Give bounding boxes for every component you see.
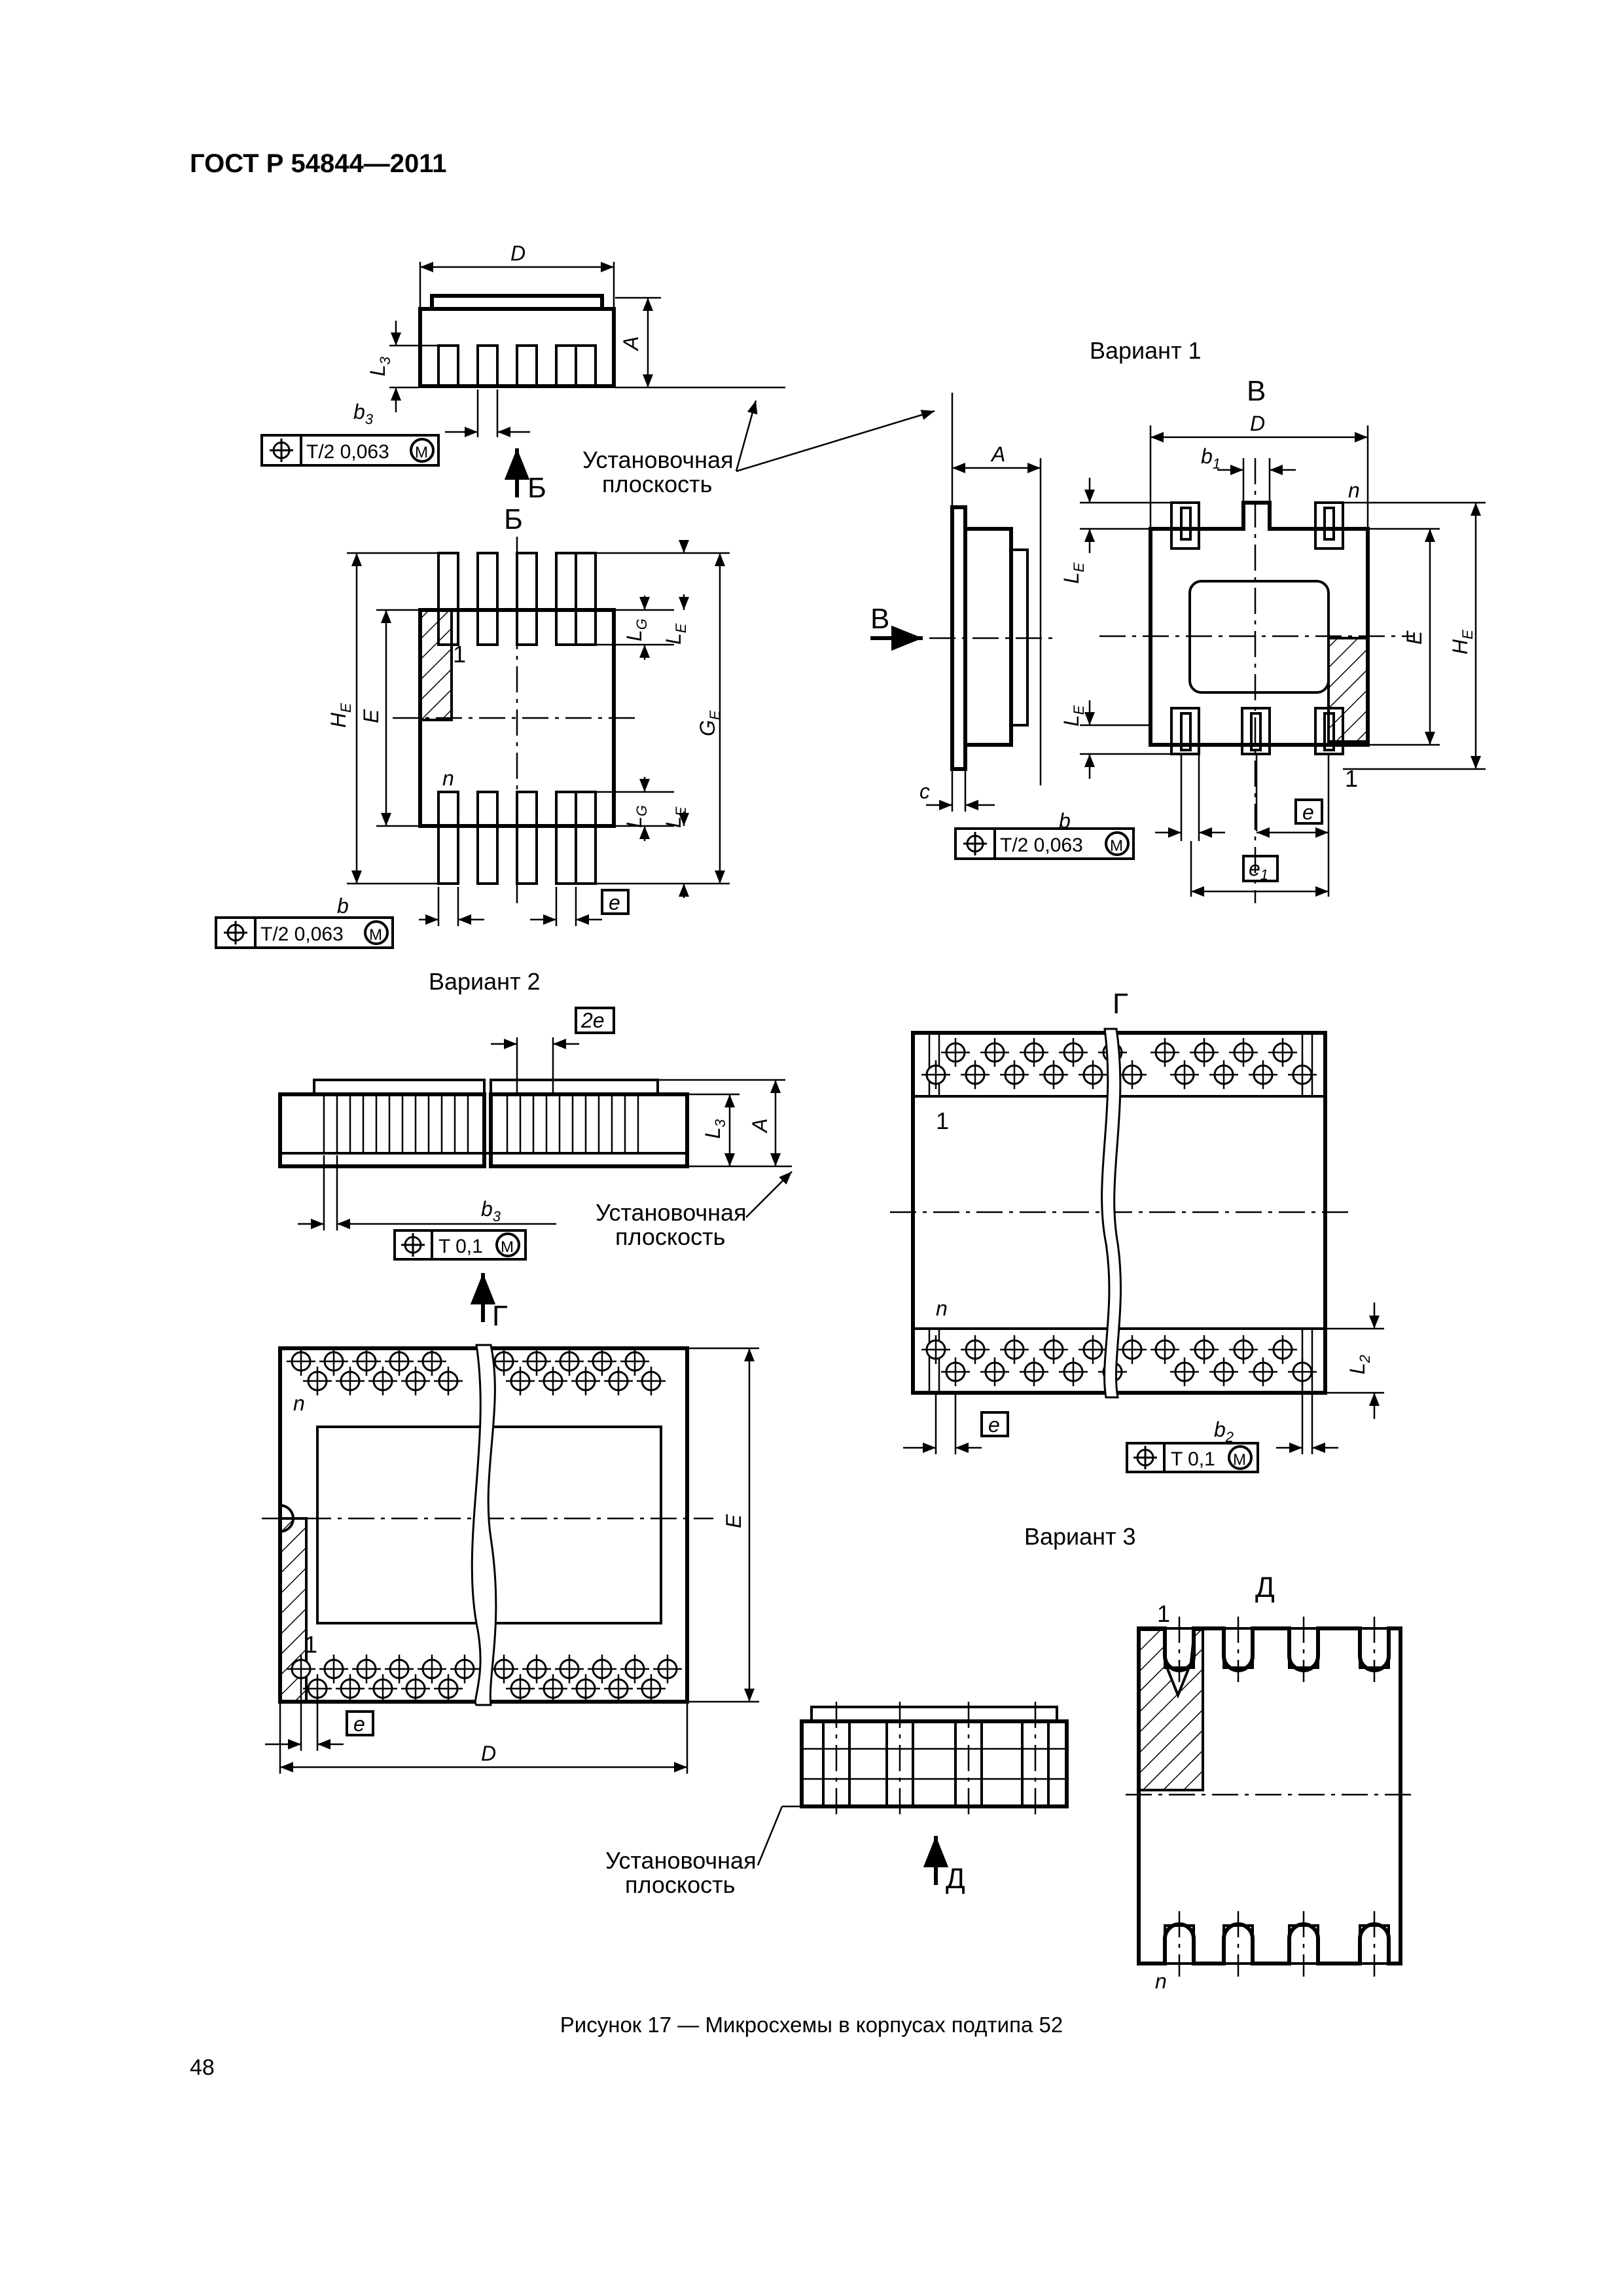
dim-b3: b3	[353, 400, 374, 427]
svg-text:Установочная: Установочная	[605, 1847, 757, 1874]
page-number: 48	[190, 2055, 215, 2080]
svg-text:n: n	[442, 766, 454, 790]
tolerance-frame-3: T/2 0,063 M	[954, 827, 1135, 860]
side-view-top-left: D A L3 b3 T/2 0,063 M Б	[260, 242, 785, 504]
svg-text:Г: Г	[1113, 988, 1128, 1020]
dim-HE: HE	[327, 703, 354, 728]
svg-text:T/2 0,063: T/2 0,063	[1000, 834, 1083, 856]
svg-text:e: e	[1302, 800, 1314, 824]
dim-L3: L3	[366, 356, 393, 376]
variant-2-title: Вариант 2	[429, 968, 541, 995]
variant-3-title: Вариант 3	[1024, 1523, 1136, 1550]
svg-text:E: E	[722, 1514, 745, 1528]
svg-text:M: M	[501, 1238, 514, 1256]
dim-LG: LG	[622, 619, 650, 641]
svg-text:D: D	[1250, 412, 1265, 435]
dim-e: e	[609, 891, 620, 914]
tolerance-frame-2: T/2 0,063 M	[215, 916, 394, 949]
document-title: ГОСТ Р 54844—2011	[190, 149, 447, 178]
svg-text:T/2 0,063: T/2 0,063	[306, 441, 389, 463]
svg-text:b: b	[1059, 809, 1071, 833]
svg-text:M: M	[1110, 837, 1123, 855]
mount-plane-label-3: Установочная плоскость	[605, 1805, 802, 1898]
svg-text:плоскость: плоскость	[615, 1223, 725, 1250]
svg-text:L2: L2	[1346, 1355, 1373, 1374]
g-pads-bottom	[920, 1334, 1318, 1388]
svg-text:LG: LG	[622, 805, 650, 828]
svg-text:LE: LE	[1060, 705, 1087, 726]
svg-text:Б: Б	[504, 503, 523, 535]
mount-plane-label-1: Установочная плоскость	[582, 400, 935, 497]
svg-text:n: n	[293, 1391, 305, 1415]
svg-text:1: 1	[1345, 765, 1358, 792]
variant-2: Вариант 2 2e L3	[262, 968, 793, 1774]
dim-D: D	[510, 242, 526, 265]
svg-text:M: M	[415, 444, 428, 461]
svg-text:Г: Г	[492, 1300, 508, 1332]
svg-text:n: n	[1348, 478, 1360, 502]
svg-text:1: 1	[453, 641, 466, 668]
svg-text:LE: LE	[1060, 562, 1087, 584]
variant-3: Вариант 3 Д Установочная плоскость Д	[605, 1523, 1414, 1993]
svg-text:Установочная: Установочная	[582, 446, 734, 473]
figure-caption: Рисунок 17 — Микросхемы в корпусах подти…	[560, 2013, 1063, 2037]
svg-text:n: n	[936, 1297, 948, 1320]
svg-text:HE: HE	[1448, 630, 1476, 655]
dim-e1: e1	[1249, 857, 1268, 883]
svg-text:LE: LE	[662, 806, 689, 828]
dim-b2: b2	[1214, 1418, 1234, 1445]
svg-text:плоскость: плоскость	[602, 471, 712, 497]
svg-text:c: c	[919, 780, 930, 803]
svg-text:В: В	[870, 603, 889, 635]
dim-b: b	[337, 894, 349, 918]
svg-text:n: n	[1155, 1969, 1167, 1993]
svg-text:1: 1	[936, 1107, 949, 1134]
svg-text:E: E	[1402, 630, 1426, 645]
dim-LE: LE	[662, 623, 689, 645]
tolerance-frame-4: T 0,1 M	[393, 1229, 527, 1261]
pads-top	[285, 1346, 667, 1397]
svg-text:плоскость: плоскость	[625, 1871, 735, 1898]
view-g: Г 1 n L2	[890, 988, 1384, 1473]
svg-text:A: A	[748, 1119, 772, 1134]
svg-text:T 0,1: T 0,1	[1171, 1448, 1215, 1470]
svg-text:e: e	[988, 1413, 1000, 1437]
dim-b1: b1	[1201, 444, 1221, 472]
mount-plane-label-2: Установочная плоскость	[596, 1171, 793, 1250]
svg-text:b3: b3	[481, 1197, 501, 1225]
svg-text:e: e	[353, 1712, 365, 1736]
svg-text:Д: Д	[1255, 1571, 1275, 1604]
tolerance-frame-5: T 0,1 M	[1126, 1442, 1259, 1473]
dim-2e: 2e	[580, 1009, 605, 1032]
tolerance-frame-1: T/2 0,063 M	[260, 434, 440, 467]
svg-text:В: В	[1247, 375, 1266, 407]
dim-GE: GE	[696, 710, 723, 736]
svg-text:1: 1	[304, 1631, 317, 1658]
variant-1-title: Вариант 1	[1090, 337, 1202, 364]
view-label-b: Б	[527, 472, 546, 504]
variant-1: Вариант 1 В A В c D	[870, 337, 1486, 903]
svg-text:M: M	[369, 926, 382, 944]
svg-text:L3: L3	[701, 1119, 728, 1139]
svg-text:T/2 0,063: T/2 0,063	[260, 924, 344, 945]
svg-text:Установочная: Установочная	[596, 1199, 747, 1226]
dim-A: A	[619, 336, 643, 351]
svg-text:A: A	[990, 442, 1005, 466]
dim-E: E	[359, 709, 383, 723]
view-b-top: Б 1 n HE E LG LE	[215, 503, 730, 949]
svg-text:M: M	[1233, 1451, 1246, 1469]
svg-text:Д: Д	[946, 1863, 965, 1895]
svg-text:T 0,1: T 0,1	[438, 1236, 483, 1257]
svg-text:D: D	[481, 1742, 496, 1765]
svg-text:1: 1	[1157, 1600, 1170, 1627]
